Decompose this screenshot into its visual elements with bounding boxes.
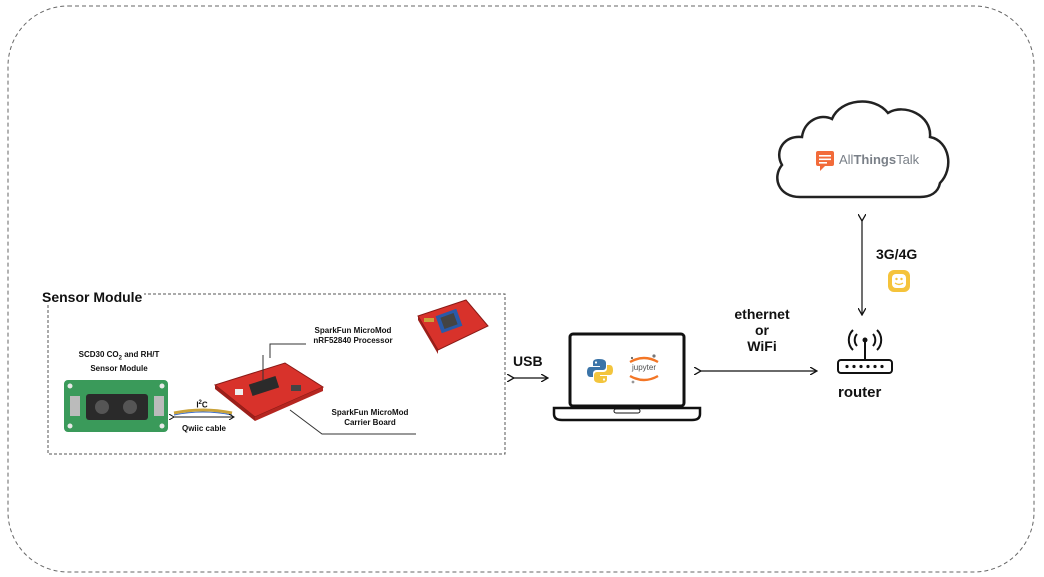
jupyter-logo-icon (629, 354, 659, 384)
scd30-line1: SCD30 CO (78, 350, 119, 359)
cloud-icon (776, 100, 950, 199)
brand-prefix: All (839, 152, 854, 167)
allthingstalk-wordmark: AllThingsTalk (839, 152, 919, 167)
router-label: router (838, 384, 882, 401)
scd30-line1b: and RH/T (122, 350, 160, 359)
brand-bold: Things (853, 152, 897, 167)
brand-suffix: Talk (896, 152, 920, 167)
scd30-sensor-board (64, 380, 168, 432)
mobile-operator-icon (888, 270, 910, 292)
scd30-label: SCD30 CO2 and RH/T Sensor Module (55, 350, 183, 374)
cellular-label: 3G/4G (876, 246, 918, 262)
scd30-subscript: 2 (118, 355, 122, 362)
i2c-letter: I (196, 400, 199, 410)
usb-label: USB (513, 353, 543, 369)
processor-leader-line (269, 343, 306, 358)
jupyter-logo: jupyter (624, 352, 664, 386)
qwiic-cable-arrow (168, 408, 238, 421)
carrier-line1: SparkFun MicroMod (331, 408, 409, 417)
ethernet-label: ethernet (734, 306, 790, 322)
carrier-label: SparkFun MicroMod Carrier Board (320, 408, 420, 428)
or-label: or (755, 322, 769, 338)
jupyter-text: jupyter (631, 363, 656, 372)
processor-line1: SparkFun MicroMod (314, 326, 392, 335)
allthingstalk-logo: AllThingsTalk (815, 150, 925, 171)
python-logo-icon (587, 359, 613, 383)
scd30-line2: Sensor Module (90, 363, 148, 373)
carrier-line2: Carrier Board (344, 418, 396, 427)
ethernet-wifi-label: ethernet or WiFi (722, 306, 802, 354)
i2c-label: I2C (190, 398, 214, 411)
i2c-superscript: 2 (198, 400, 202, 406)
nrf52840-processor-board (417, 299, 489, 354)
carrier-board (213, 355, 325, 421)
processor-line2: nRF52840 Processor (313, 336, 393, 345)
carrier-leader-line (289, 409, 416, 435)
allthingstalk-chat-icon (816, 151, 834, 171)
wifi-label: WiFi (747, 338, 777, 354)
sensor-module-title: Sensor Module (40, 289, 145, 305)
i2c-suffix: C (201, 400, 208, 410)
router-icon (837, 329, 893, 374)
laptop-icon (552, 332, 702, 422)
qwiic-cable-label: Qwiic cable (181, 424, 227, 433)
processor-label: SparkFun MicroMod nRF52840 Processor (303, 326, 403, 346)
